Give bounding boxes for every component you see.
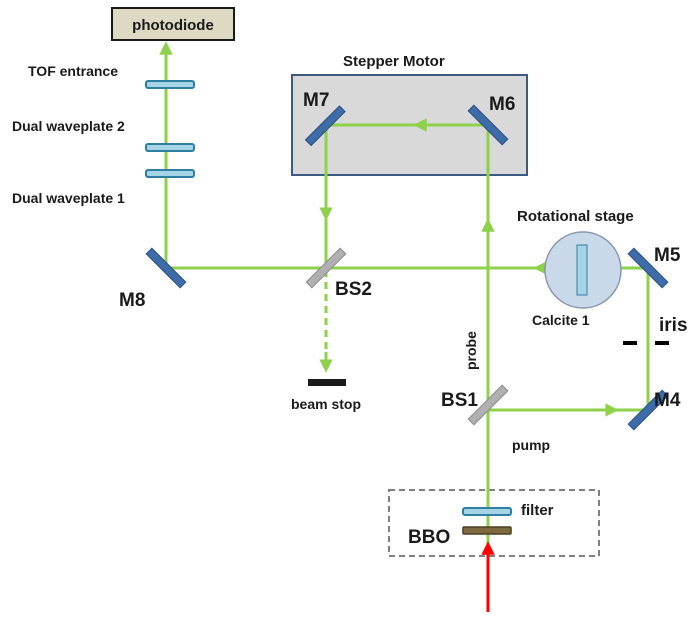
bs2-label: BS2 [335, 279, 372, 300]
stepper-motor-label: Stepper Motor [343, 53, 445, 70]
calcite-crystal-icon [576, 244, 588, 296]
mirrors [145, 104, 669, 431]
m5-label: M5 [654, 245, 681, 266]
beam-stop-icon [308, 379, 346, 386]
m8-label: M8 [119, 290, 145, 311]
dual-waveplate-2-icon [145, 143, 195, 152]
beam-paths [159, 41, 650, 545]
mirror-m6-icon [467, 104, 509, 146]
bbo-label: BBO [408, 527, 450, 548]
iris-label: iris [659, 315, 688, 336]
beamsplitter-bs2-icon [305, 247, 347, 289]
bbo-crystal-icon [462, 526, 512, 535]
pump-label: pump [512, 437, 550, 453]
probe-label: probe [463, 331, 479, 370]
photodiode-label: photodiode [132, 17, 214, 34]
photodiode-box [111, 7, 235, 41]
iris-right-icon [655, 341, 669, 345]
filter-label: filter [521, 502, 554, 519]
dual-waveplate-2-label: Dual waveplate 2 [12, 118, 125, 134]
beam-stop-label: beam stop [291, 396, 361, 412]
m4-label: M4 [654, 390, 681, 411]
beamsplitter-bs1-icon [467, 384, 509, 426]
iris-left-icon [623, 341, 637, 345]
dual-waveplate-1-label: Dual waveplate 1 [12, 190, 125, 206]
m7-label: M7 [303, 90, 329, 111]
filter-icon [462, 507, 512, 516]
mirror-m7-icon [304, 105, 346, 147]
mirror-m4-icon [627, 389, 669, 431]
tof-entrance-waveplate-icon [145, 80, 195, 89]
bs1-label: BS1 [441, 390, 478, 411]
m6-label: M6 [489, 94, 515, 115]
mirror-m5-icon [627, 247, 669, 289]
calcite-label: Calcite 1 [532, 312, 590, 328]
tof-entrance-label: TOF entrance [28, 63, 118, 79]
bbo-enclosure [388, 489, 600, 557]
dual-waveplate-1-icon [145, 169, 195, 178]
rotational-stage-label: Rotational stage [517, 208, 634, 225]
mirror-m8-icon [145, 247, 187, 289]
